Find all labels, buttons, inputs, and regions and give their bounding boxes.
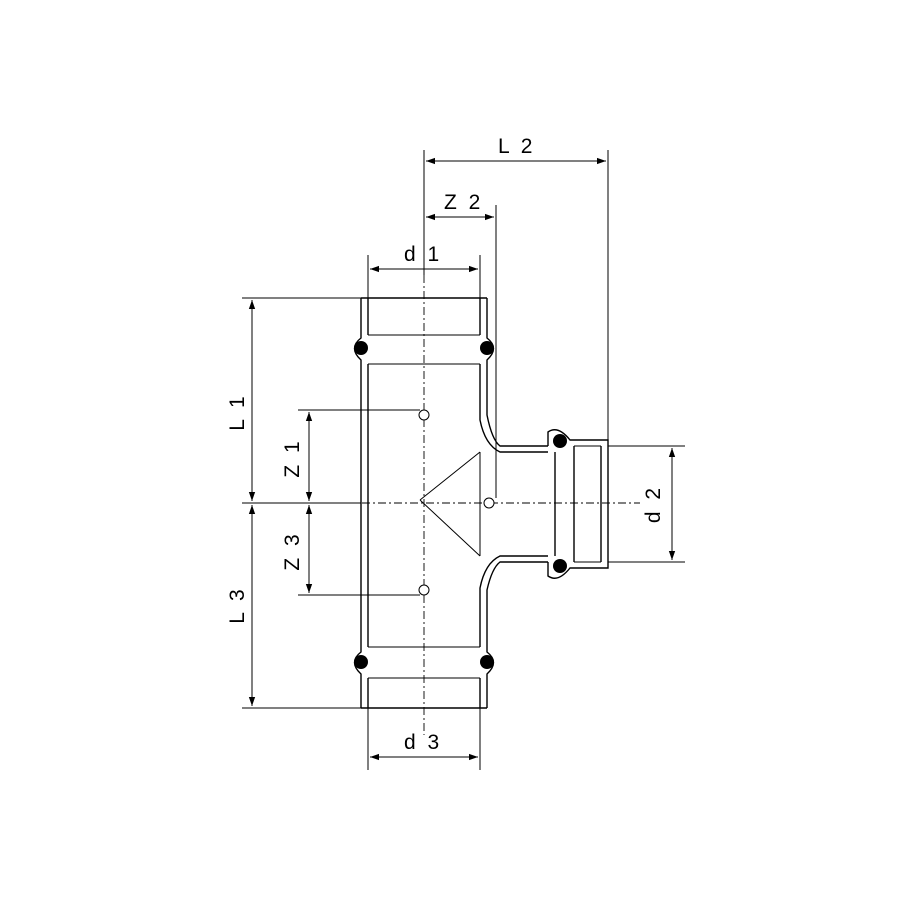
label-l3: L 3	[226, 586, 249, 623]
label-d1: d 1	[404, 243, 442, 266]
marker-z2	[483, 497, 495, 509]
insertion-markers	[418, 409, 495, 596]
o-ring-bottom-right	[480, 655, 494, 669]
dimension-labels: L 2 Z 2 d 1 d 3 L 1 L 3 Z 1 Z 3 d 2	[226, 135, 665, 754]
marker-z1	[418, 409, 430, 421]
o-ring-branch-top	[553, 434, 567, 448]
o-ring-branch-bottom	[553, 559, 567, 573]
label-z2: Z 2	[444, 191, 483, 214]
label-l2: L 2	[498, 135, 535, 158]
marker-z3	[418, 584, 430, 596]
label-l1: L 1	[226, 393, 249, 430]
label-z1: Z 1	[281, 438, 304, 477]
o-ring-bottom-left	[354, 655, 368, 669]
label-d2: d 2	[642, 485, 665, 523]
dimension-lines	[242, 150, 685, 770]
o-ring-top-left	[354, 341, 368, 355]
label-z3: Z 3	[281, 531, 304, 570]
o-ring-top-right	[480, 341, 494, 355]
label-d3: d 3	[404, 731, 442, 754]
o-rings	[354, 341, 567, 669]
